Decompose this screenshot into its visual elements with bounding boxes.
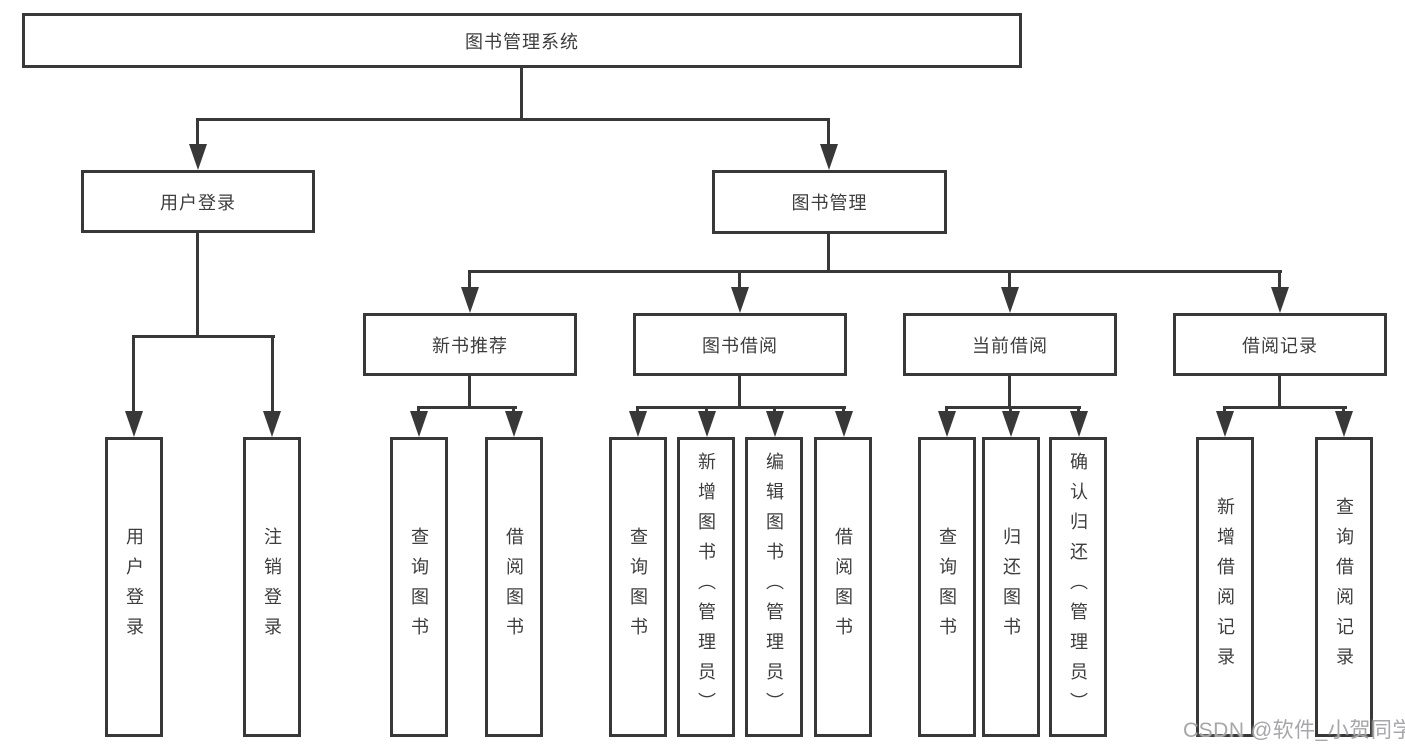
leaf-query-books-current: 查询图书	[918, 437, 976, 737]
node-label: 图书管理系统	[465, 31, 579, 52]
connector-group-bar	[417, 406, 517, 409]
leaf-label: 用户登录	[124, 527, 144, 647]
leaf-borrow-books: 借阅图书	[814, 437, 872, 737]
leaf-add-books-admin: 新增图书（管理员）	[677, 437, 735, 737]
leaf-query-books-borrow: 查询图书	[609, 437, 667, 737]
leaf-query-borrow-record: 查询借阅记录	[1315, 437, 1373, 737]
leaf-label: 新增借阅记录	[1215, 497, 1235, 677]
connector-user-login-bar	[132, 335, 275, 338]
connector-stem	[1278, 270, 1281, 292]
arrow-to-leaf	[835, 411, 853, 437]
arrow-to-book-borrow	[731, 287, 749, 313]
arrow-to-leaf	[766, 411, 784, 437]
node-book-borrow: 图书借阅	[633, 313, 847, 376]
connector-stem	[132, 335, 135, 415]
arrow-to-leaf	[938, 411, 956, 437]
connector-drop	[738, 376, 741, 409]
node-label: 图书借阅	[702, 335, 778, 356]
node-borrow-records: 借阅记录	[1173, 313, 1387, 376]
arrow-to-leaf	[410, 411, 428, 437]
connector-drop	[1008, 376, 1011, 409]
arrow-to-book-mgmt	[820, 144, 838, 170]
leaf-label: 查询借阅记录	[1334, 497, 1354, 677]
csdn-watermark: CSDN @软件_小贺同学	[1183, 719, 1405, 742]
leaf-label: 借阅图书	[504, 527, 524, 647]
connector-group-bar	[1223, 406, 1347, 409]
leaf-label: 归还图书	[1001, 527, 1021, 647]
leaf-borrow-books-recommend: 借阅图书	[485, 437, 543, 737]
node-label: 当前借阅	[972, 335, 1048, 356]
node-user-login: 用户登录	[81, 170, 315, 233]
arrow-to-leaf	[125, 411, 143, 437]
leaf-query-books-recommend: 查询图书	[390, 437, 448, 737]
node-book-management: 图书管理	[712, 170, 947, 234]
node-label: 借阅记录	[1242, 335, 1318, 356]
connector-stem	[738, 270, 741, 292]
connector-drop	[468, 376, 471, 409]
connector-stem	[1008, 270, 1011, 292]
arrow-to-leaf	[1335, 411, 1353, 437]
leaf-edit-books-admin: 编辑图书（管理员）	[745, 437, 803, 737]
connector-user-login-drop	[196, 233, 199, 338]
arrow-to-leaf	[263, 411, 281, 437]
leaf-return-books: 归还图书	[982, 437, 1040, 737]
node-new-book-recommend: 新书推荐	[363, 313, 577, 376]
leaf-label: 新增图书（管理员）	[696, 452, 716, 722]
connector-drop	[1278, 376, 1281, 409]
connector-level2-bar	[196, 118, 830, 121]
leaf-label: 查询图书	[937, 527, 957, 647]
leaf-label: 借阅图书	[833, 527, 853, 647]
leaf-logout: 注销登录	[243, 437, 301, 737]
node-label: 图书管理	[791, 193, 868, 213]
connector-stem	[468, 270, 471, 292]
arrow-to-leaf	[1216, 411, 1234, 437]
leaf-label: 编辑图书（管理员）	[764, 452, 784, 722]
connector-book-mgmt-drop	[827, 234, 830, 273]
leaf-add-borrow-record: 新增借阅记录	[1196, 437, 1254, 737]
leaf-label: 确认归还（管理员）	[1068, 452, 1088, 722]
connector-user-login-stem	[196, 118, 199, 148]
node-current-borrow: 当前借阅	[903, 313, 1117, 376]
arrow-to-leaf	[1002, 411, 1020, 437]
connector-group-bar	[945, 406, 1081, 409]
arrow-to-user-login	[189, 144, 207, 170]
leaf-label: 查询图书	[628, 527, 648, 647]
leaf-label: 查询图书	[409, 527, 429, 647]
node-label: 用户登录	[160, 192, 236, 213]
arrow-to-current-borrow	[1001, 287, 1019, 313]
arrow-to-leaf	[1070, 411, 1088, 437]
connector-group-bar	[636, 406, 846, 409]
arrow-to-leaf	[629, 411, 647, 437]
leaf-user-login: 用户登录	[105, 437, 163, 737]
connector-root-drop	[520, 68, 523, 121]
node-label: 新书推荐	[432, 335, 508, 356]
leaf-label: 注销登录	[262, 527, 282, 647]
connector-book-mgmt-stem	[827, 118, 830, 148]
leaf-confirm-return-admin: 确认归还（管理员）	[1049, 437, 1107, 737]
node-library-management-system: 图书管理系统	[22, 13, 1022, 68]
arrow-to-leaf	[698, 411, 716, 437]
arrow-to-leaf	[505, 411, 523, 437]
arrow-to-new-book-recommend	[461, 287, 479, 313]
connector-stem	[271, 335, 274, 415]
arrow-to-borrow-records	[1271, 287, 1289, 313]
connector-level3-bar	[468, 270, 1282, 273]
